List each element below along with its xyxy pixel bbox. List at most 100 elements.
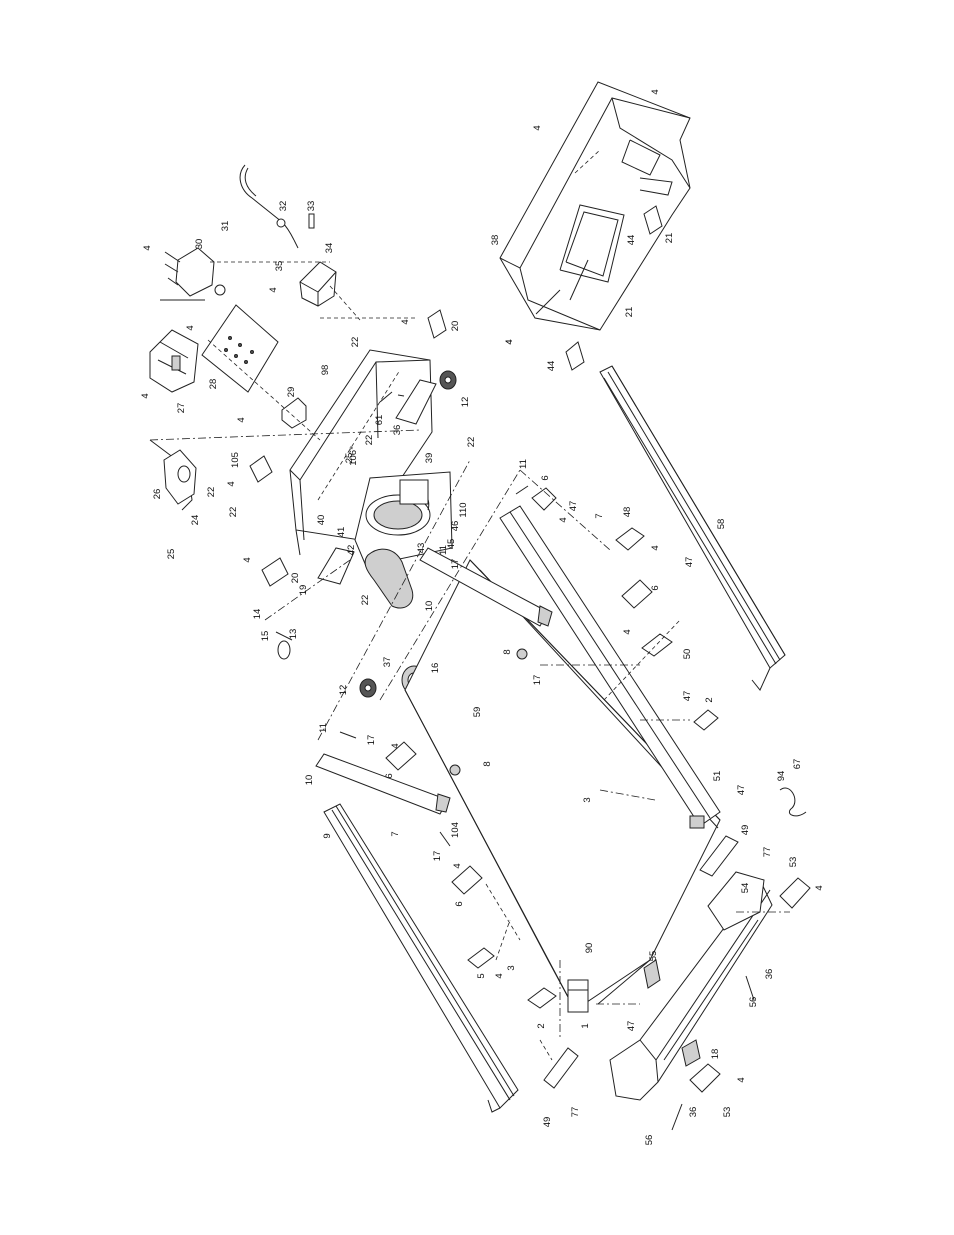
callout-label-22e: 22 [228,507,239,518]
callout-label-4p: 4 [390,743,401,748]
callout-label-14: 14 [252,609,263,620]
callout-label-15: 15 [260,631,271,642]
alignment-lines [149,261,790,1061]
bracket-part-34 [299,261,337,307]
callout-label-36b: 36 [764,969,775,980]
callout-label-61: 61 [374,415,385,426]
cap-part-49-lower [543,1047,579,1089]
callout-label-21a: 21 [664,233,675,244]
callout-label-17d: 17 [432,851,443,862]
callout-label-4h: 4 [140,393,151,398]
bracket-part-44 [565,205,663,371]
callout-label-5: 5 [476,973,487,978]
block-part-1 [567,979,589,1013]
callout-label-4e: 4 [142,245,153,250]
callout-label-6d: 6 [454,901,465,906]
callout-label-17b: 17 [532,675,543,686]
foot-part-53-lower [689,1063,721,1093]
callout-label-27: 27 [176,403,187,414]
callout-label-8b: 8 [482,761,493,766]
callout-label-11b: 11 [518,459,529,469]
callout-label-29: 29 [286,387,297,398]
side-rail-part-9 [323,803,519,1113]
callout-label-34: 34 [324,243,335,254]
callout-label-40: 40 [316,515,327,526]
callout-label-50: 50 [682,649,693,660]
callout-label-26: 26 [152,489,163,500]
callout-label-4o: 4 [622,629,633,634]
bracket-part-6-bottom [451,865,483,895]
controller-part-30 [164,247,226,297]
bracket-part-105 [249,455,273,483]
callout-label-4n: 4 [242,557,253,562]
callout-label-4i: 4 [400,319,411,324]
bracket-part-50 [641,633,673,657]
callout-label-7a: 7 [594,513,605,518]
callout-label-33: 33 [306,201,317,212]
callout-label-6b: 6 [650,585,661,590]
callout-label-21b: 21 [624,307,635,318]
callout-label-55: 55 [648,951,659,962]
callout-label-59: 59 [472,707,483,718]
drive-belt-part-42 [364,548,414,609]
callout-label-106: 106* [348,446,359,466]
callout-label-16: 16 [430,663,441,674]
bracket-part-48 [615,527,645,551]
side-rail-part-58 [599,365,786,691]
motor-part-106 [354,471,453,567]
callout-label-58: 58 [716,519,727,530]
callout-label-53a: 53 [788,857,799,868]
callout-label-47e: 47 [626,1021,637,1032]
callout-label-22f: 22 [360,595,371,606]
callout-label-1: 1 [580,1023,591,1028]
callout-label-2a: 2 [704,697,715,702]
callout-label-47a: 47 [568,501,579,512]
upright-frame [289,349,437,585]
callout-label-6c: 6 [384,773,395,778]
bracket-part-2-lower [527,987,557,1009]
callout-label-35: 35 [274,261,285,272]
callout-label-36c: 36 [688,1107,699,1118]
callout-label-105: 105 [230,452,241,468]
callout-label-37: 37 [382,657,393,668]
callout-label-22b: 22 [364,435,375,446]
callout-label-45: 45 [446,539,457,550]
callout-label-4m: 4 [650,545,661,550]
callout-label-36a: 36 [392,425,403,436]
callout-label-54: 54 [740,883,751,894]
bracket-part-5 [467,947,495,969]
callout-label-77b: 77 [570,1107,581,1118]
callout-label-4t: 4 [736,1077,747,1082]
wire-part-67 [779,787,807,817]
callout-label-30: 30 [194,239,205,250]
bracket-part-6-upper [531,487,557,511]
callout-label-13: 13 [288,629,299,640]
bracket-part-6-mid [621,579,653,609]
callout-label-47d: 47 [736,785,747,796]
fasteners [160,299,755,1131]
terminal-block-part-27 [149,329,199,393]
callout-label-31: 31 [220,221,231,232]
bracket-part-2-upper [693,709,719,731]
callout-label-19: 19 [298,585,309,596]
callout-label-28: 28 [208,379,219,390]
callout-label-25b: 25 [166,549,177,560]
callout-label-48: 48 [622,507,633,518]
callout-label-32: 32 [278,201,289,212]
callout-label-4l: 4 [558,517,569,522]
callout-label-4b: 4 [650,89,661,94]
callout-label-17a: 17 [450,559,461,570]
callout-label-3a: 3 [582,797,593,802]
upright-part-10-right [419,547,553,627]
callout-label-4j: 4 [236,417,247,422]
callout-label-94: 94 [776,771,787,782]
callout-label-4s: 4 [494,973,505,978]
callout-label-12a: 12 [460,397,471,408]
callout-label-2b: 2 [536,1023,547,1028]
callout-label-9: 9 [322,833,333,838]
callout-label-4a: 4 [532,125,543,130]
callout-label-39: 39 [424,453,435,464]
callout-label-20b: 20 [290,573,301,584]
